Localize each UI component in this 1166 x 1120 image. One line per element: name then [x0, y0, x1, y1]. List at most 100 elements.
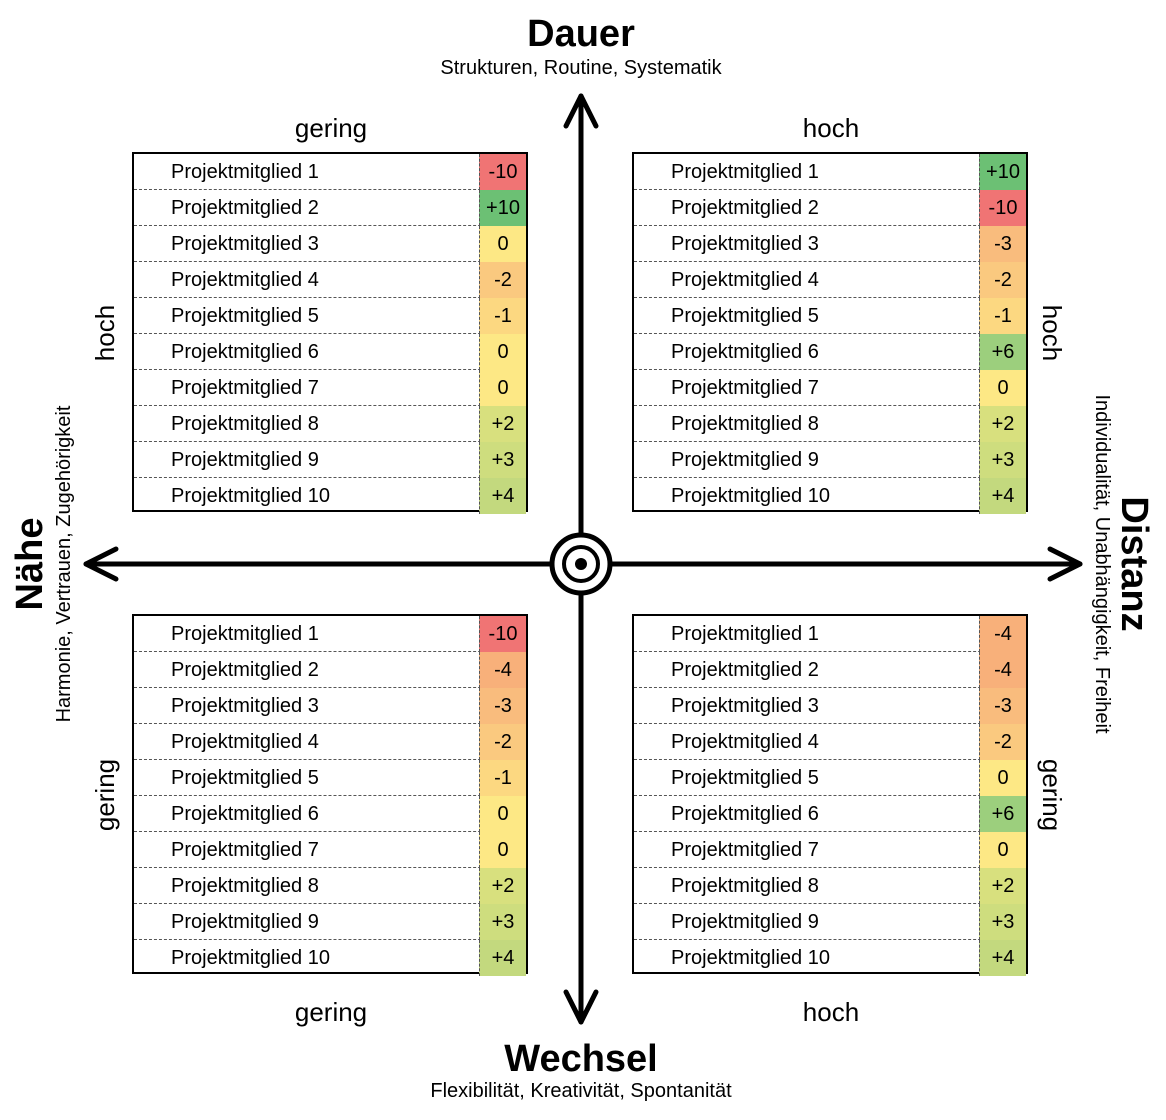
- member-name: Projektmitglied 1: [671, 623, 819, 645]
- member-score: +3: [479, 442, 526, 478]
- member-score: -10: [479, 154, 526, 190]
- table-row: Projektmitglied 1 -10: [134, 154, 526, 190]
- member-name: Projektmitglied 2: [671, 197, 819, 219]
- level-label-left-upper: hoch: [90, 304, 120, 362]
- member-score: 0: [479, 796, 526, 832]
- table-row: Projektmitglied 3-3: [634, 226, 1026, 262]
- table-row: Projektmitglied 6 +6: [634, 334, 1026, 370]
- member-score: +2: [979, 406, 1026, 442]
- member-name: Projektmitglied 2: [671, 659, 819, 681]
- member-score: +4: [479, 478, 526, 514]
- level-label-top-left: gering: [294, 113, 368, 143]
- table-row: Projektmitglied 2 -4: [634, 652, 1026, 688]
- member-score: +2: [979, 868, 1026, 904]
- member-name: Projektmitglied 2: [171, 197, 319, 219]
- table-row: Projektmitglied 8 +2: [634, 868, 1026, 904]
- member-score: -3: [479, 688, 526, 724]
- table-row: Projektmitglied 2-10: [634, 190, 1026, 226]
- table-row: Projektmitglied 9 +3: [134, 904, 526, 940]
- member-score: +4: [979, 478, 1026, 514]
- member-name: Projektmitglied 10: [671, 947, 830, 969]
- table-row: Projektmitglied 9+3: [634, 904, 1026, 940]
- member-name: Projektmitglied 8: [671, 413, 819, 435]
- member-name: Projektmitglied 10: [171, 947, 330, 969]
- table-row: Projektmitglied 5-1: [134, 298, 526, 334]
- table-row: Projektmitglied 2 -4: [134, 652, 526, 688]
- table-row: Projektmitglied 1 +10: [634, 154, 1026, 190]
- member-score: -1: [479, 760, 526, 796]
- member-score: -2: [479, 724, 526, 760]
- member-name: Projektmitglied 7: [671, 839, 819, 861]
- level-label-right-upper: hoch: [1037, 304, 1067, 362]
- table-row: Projektmitglied 3-3: [134, 688, 526, 724]
- member-name: Projektmitglied 7: [671, 377, 819, 399]
- table-row: Projektmitglied 8 +2: [634, 406, 1026, 442]
- member-name: Projektmitglied 1: [671, 161, 819, 183]
- member-name: Projektmitglied 3: [671, 695, 819, 717]
- table-row: Projektmitglied 6 0: [134, 796, 526, 832]
- member-name: Projektmitglied 2: [171, 659, 319, 681]
- member-name: Projektmitglied 6: [671, 341, 819, 363]
- member-name: Projektmitglied 4: [171, 731, 319, 753]
- member-score: 0: [979, 370, 1026, 406]
- member-name: Projektmitglied 6: [171, 803, 319, 825]
- member-score: -1: [979, 298, 1026, 334]
- member-score: 0: [479, 370, 526, 406]
- table-row: Projektmitglied 8+2: [134, 406, 526, 442]
- table-row: Projektmitglied 5-1: [634, 298, 1026, 334]
- member-score: -2: [979, 262, 1026, 298]
- member-name: Projektmitglied 9: [671, 449, 819, 471]
- member-name: Projektmitglied 5: [671, 767, 819, 789]
- member-score: +6: [979, 796, 1026, 832]
- arrow-left-icon: [83, 546, 119, 582]
- member-score: -4: [479, 652, 526, 688]
- level-label-top-right: hoch: [802, 113, 860, 143]
- axis-subtitle-bottom: Flexibilität, Kreativität, Spontanität: [430, 1080, 732, 1102]
- table-row: Projektmitglied 1-10: [134, 616, 526, 652]
- member-name: Projektmitglied 8: [171, 413, 319, 435]
- member-score: +4: [979, 940, 1026, 976]
- axis-subtitle-top: Strukturen, Routine, Systematik: [440, 57, 722, 79]
- member-score: +3: [479, 904, 526, 940]
- member-score: +3: [979, 442, 1026, 478]
- table-row: Projektmitglied 2 +10: [134, 190, 526, 226]
- member-score: 0: [479, 226, 526, 262]
- table-row: Projektmitglied 4 -2: [134, 724, 526, 760]
- table-row: Projektmitglied 4-2: [134, 262, 526, 298]
- member-score: +10: [479, 190, 526, 226]
- table-row: Projektmitglied 10+4: [134, 478, 526, 514]
- axis-title-top: Dauer: [527, 13, 635, 55]
- table-row: Projektmitglied 7 0: [634, 370, 1026, 406]
- member-name: Projektmitglied 5: [171, 767, 319, 789]
- member-score: 0: [979, 760, 1026, 796]
- table-row: Projektmitglied 4 -2: [634, 262, 1026, 298]
- member-score: 0: [479, 334, 526, 370]
- arrow-down-icon: [563, 989, 599, 1025]
- member-name: Projektmitglied 8: [671, 875, 819, 897]
- table-row: Projektmitglied 10 +4: [634, 940, 1026, 976]
- member-name: Projektmitglied 9: [171, 911, 319, 933]
- member-score: +2: [479, 868, 526, 904]
- member-name: Projektmitglied 9: [171, 449, 319, 471]
- member-score: -4: [979, 652, 1026, 688]
- member-score: 0: [479, 832, 526, 868]
- arrow-up-icon: [563, 93, 599, 129]
- table-row: Projektmitglied 6 +6: [634, 796, 1026, 832]
- table-row: Projektmitglied 10+4: [634, 478, 1026, 514]
- member-name: Projektmitglied 3: [671, 233, 819, 255]
- member-name: Projektmitglied 1: [171, 161, 319, 183]
- member-name: Projektmitglied 4: [671, 269, 819, 291]
- level-label-bottom-left: gering: [294, 997, 368, 1027]
- member-score: +10: [979, 154, 1026, 190]
- member-score: -2: [479, 262, 526, 298]
- member-score: +6: [979, 334, 1026, 370]
- member-name: Projektmitglied 6: [671, 803, 819, 825]
- member-score: -4: [979, 616, 1026, 652]
